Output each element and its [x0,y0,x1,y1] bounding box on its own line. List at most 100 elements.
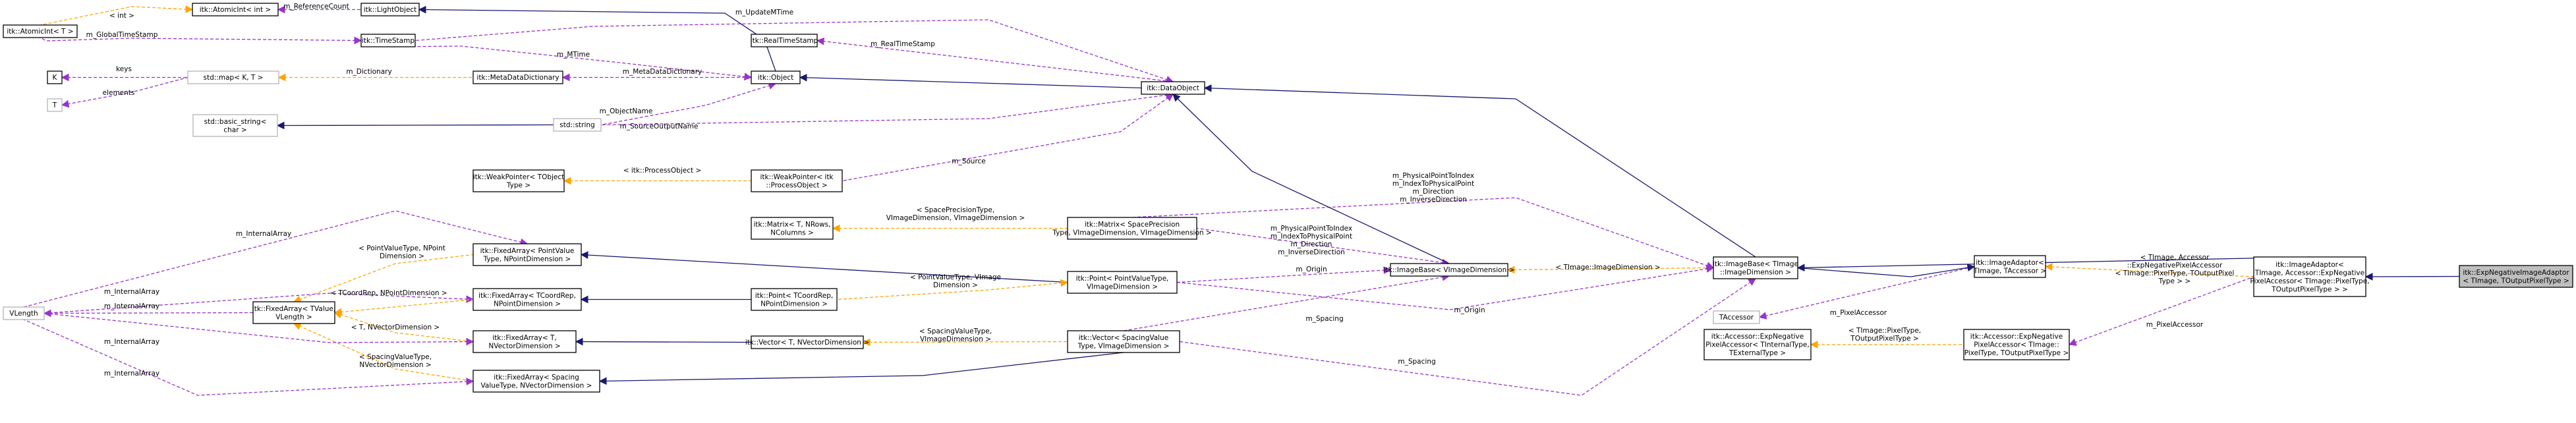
class-node-label: itk::FixedArray< Spacing [494,374,579,381]
class-node-point_pv[interactable]: itk::Point< PointValueType,VImageDimensi… [1067,271,1178,294]
class-node-label: < TImage, TOutputPixelType > [2463,277,2569,285]
class-node-vector_sv[interactable]: itk::Vector< SpacingValueType, VImageDim… [1067,330,1180,353]
class-node-lightobject[interactable]: itk::LightObject [360,3,420,16]
edge-label-line: < TImage::ImageDimension > [1555,264,1660,271]
class-node-k_node[interactable]: K [47,70,63,84]
edge-label-lbl_updatemtime: m_UpdateMTime [735,9,793,16]
edge-use-14 [600,91,1174,126]
edge-label-line: < int > [109,12,134,20]
edge-label-line: Type > > [2158,277,2190,285]
class-node-label: itk::Point< PointValueType, [1076,275,1169,283]
class-node-std_map[interactable]: std::map< K, T > [187,70,279,84]
class-node-dataobject[interactable]: itk::DataObject [1141,81,1205,95]
edge-label-line: < PointValueType, VImage [910,273,1001,281]
edge-label-line: m_IndexToPhysicalPoint [1271,233,1352,240]
class-node-object[interactable]: itk::Object [751,70,801,84]
class-node-label: itk::WeakPointer< TObject [473,173,565,181]
edge-tpl-38 [2044,263,2254,277]
edge-label-line: m_SourceOutputName [620,123,699,130]
edge-label-line: m_PhysicalPointToIndex [1271,225,1352,233]
class-node-box [472,169,565,192]
class-node-expneg[interactable]: itk::ExpNegativeImageAdaptor< TImage, TO… [2459,265,2573,288]
class-node-fixedarray_tv[interactable]: itk::FixedArray< TValue,VLength > [252,301,335,324]
class-node-fixedarray_pv[interactable]: itk::FixedArray< PointValueType, NPointD… [472,243,582,266]
class-node-label: TExternalType > [1729,349,1786,357]
class-node-atomicint_int[interactable]: itk::AtomicInt< int > [192,3,279,16]
edge-use-16 [842,94,1174,182]
class-node-label: PixelAccessor< TImage::PixelType, [2250,277,2369,285]
edge-label-line: m_Source [952,157,986,165]
class-node-fixedarray_sv[interactable]: itk::FixedArray< SpacingValueType, NVect… [472,370,600,393]
class-node-imageadaptor_big[interactable]: itk::ImageAdaptor<TImage, Accessor::ExpN… [2250,256,2370,297]
class-node-imagebase_v[interactable]: itk::ImageBase< VImageDimension > [1384,263,1515,277]
edge-use-13 [600,82,777,126]
edge-use-22 [23,210,529,308]
class-node-timestamp[interactable]: itk::TimeStamp [360,34,416,47]
class-node-box [1390,263,1508,277]
class-node-label: TImage, TAccessor > [1973,267,2046,275]
class-node-metadatadictionary[interactable]: itk::MetaDataDictionary [472,70,563,84]
edge-tpl-46 [862,338,1068,347]
class-node-realtimestamp[interactable]: itk::RealTimeStamp [751,34,818,47]
class-node-label: itk::DataObject [1147,84,1199,92]
edge-label-line: m_Spacing [1398,358,1435,366]
edge-label-line: m_Spacing [1305,315,1343,323]
edge-label-line: m_RealTimeStamp [871,40,935,48]
edge-tpl-0 [40,5,194,26]
edge-label-line: VImageDimension, VImageDimension > [886,214,1025,222]
class-node-std_string[interactable]: std::string [553,118,602,132]
class-node-label: itk::Accessor::ExpNegative [1711,333,1804,341]
edge-use-7 [61,76,188,108]
class-node-vector_t[interactable]: itk::Vector< T, NVectorDimension > [745,335,869,349]
class-node-label: itk::FixedArray< TValue, [252,305,335,313]
class-node-imageadaptor_ta[interactable]: itk::ImageAdaptor<TImage, TAccessor > [1973,255,2046,278]
edge-label-line: m_ReferenceCount [283,3,349,11]
class-node-label: K [53,74,58,82]
class-node-box [1141,81,1205,95]
class-node-label: itk::Vector< T, NVectorDimension > [745,339,869,347]
class-node-matrix_sp[interactable]: itk::Matrix< SpacePrecisionType, VImageD… [1052,217,1212,240]
edge-inh-34 [575,337,752,346]
edge-label-line: m_IndexToPhysicalPoint [1392,180,1474,188]
edge-label-lbl_keys: keys [116,65,132,73]
edge-label-line: m_InternalArray [104,370,159,378]
class-node-matrix_t[interactable]: itk::Matrix< T, NRows,NColumns > [751,217,834,240]
class-node-box [192,3,279,16]
edge-tpl-30 [836,279,1069,300]
class-node-fixedarray_t[interactable]: itk::FixedArray< T,NVectorDimension > [472,330,577,353]
class-node-t_node[interactable]: T [47,98,63,112]
class-node-weakpointer_po[interactable]: itk::WeakPointer< itk::ProcessObject > [751,169,843,192]
class-node-box [751,169,843,192]
edge-label-lbl_internalarray3: m_InternalArray [104,302,159,310]
class-node-label: itk::MetaDataDictionary [476,74,559,82]
class-node-taccessor[interactable]: TAccessor [1713,310,1760,324]
edge-inh-21 [1172,94,1450,264]
class-node-imagebase_t[interactable]: itk::ImageBase< TImage::ImageDimension > [1713,256,1798,279]
class-node-vlength[interactable]: VLength [3,306,45,320]
edge-label-line: Dimension > [933,281,978,289]
class-node-std_basic_string[interactable]: std::basic_string<char > [192,114,278,137]
class-node-label: T [52,101,57,109]
edge-use-31 [1176,265,1715,310]
class-node-point_tc[interactable]: itk::Point< TCoordRep,NPointDimension > [751,288,838,311]
edge-label-lbl_spacing2: m_Spacing [1398,358,1435,366]
class-node-label: itk::ImageBase< VImageDimension > [1384,266,1515,274]
edge-inh-12 [276,121,554,130]
edge-label-lbl_timagedim: < TImage::ImageDimension > [1555,264,1660,271]
class-node-atomicint_t[interactable]: itk::AtomicInt< T > [3,24,78,38]
class-node-accessor_ti[interactable]: itk::Accessor::ExpNegativePixelAccessor<… [1963,329,2070,360]
class-node-label: std::string [559,121,594,129]
class-node-fixedarray_tc[interactable]: itk::FixedArray< TCoordRep,NPointDimensi… [472,288,582,311]
class-node-accessor_tt[interactable]: itk::Accessor::ExpNegativePixelAccessor<… [1703,329,1812,360]
edge-label-lbl_spacingvaluetype: < SpacingValueType,NVectorDimension > [359,353,432,369]
class-node-box [47,98,63,112]
edge-label-line: < TImage, Accessor [2140,254,2210,262]
class-node-box [1963,329,2070,360]
class-node-label: TImage, Accessor::ExpNegative [2254,269,2364,277]
edge-use-32 [43,309,254,318]
class-node-box [360,3,420,16]
class-node-label: NVectorDimension > [488,342,560,350]
edge-use-5 [387,45,753,81]
class-node-label: NPointDimension > [760,300,828,308]
